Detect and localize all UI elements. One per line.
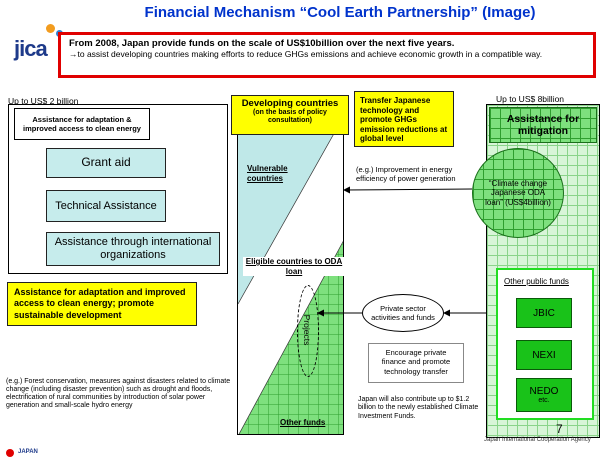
private-sector-ellipse: Private sector activities and funds (362, 294, 444, 332)
transfer-technology-box: Transfer Japanese technology and promote… (354, 91, 454, 147)
other-public-funds-label: Other public funds (504, 277, 569, 286)
forest-conservation-example: (e.g.) Forest conservation, measures aga… (6, 378, 231, 410)
nedo-box: NEDO etc. (516, 378, 572, 412)
adaptation-summary: Assistance for adaptation and improved a… (7, 282, 197, 326)
climate-investment-funds-note: Japan will also contribute up to $1.2 bi… (358, 396, 479, 420)
policy-consultation-label: (on the basis of policy consultation) (253, 109, 327, 125)
page-number: 7 (556, 422, 563, 436)
energy-efficiency-example: (e.g.) Improvement in energy efficiency … (356, 165, 456, 183)
technical-assistance-box: Technical Assistance (46, 190, 166, 222)
left-header: Assistance for adaptation & improved acc… (14, 108, 150, 140)
intro-frame: From 2008, Japan provide funds on the sc… (58, 32, 596, 78)
intro-line1: From 2008, Japan provide funds on the sc… (69, 38, 455, 49)
page-title: Financial Mechanism “Cool Earth Partners… (144, 4, 536, 21)
right-amount: Up to US$ 8billion (496, 94, 565, 104)
japan-logo: JAPAN (6, 447, 56, 459)
oda-to-vulnerable-arrow (343, 186, 473, 194)
left-amount: Up to US$ 2 billion (8, 96, 79, 106)
other-funds-label: Other funds (280, 418, 326, 427)
japan-logo-text: JAPAN (18, 449, 38, 455)
vulnerable-countries-label: Vulnerable countries (247, 164, 288, 183)
encourage-private-finance-box: Encourage private finance and promote te… (368, 343, 464, 383)
japan-logo-mark (6, 449, 14, 457)
eligible-countries-label: Eligible countries to ODA loan (243, 257, 345, 277)
jica-logo: jica (8, 20, 64, 61)
vulnerable-area (238, 114, 343, 304)
agency-name: Japan International Cooperation Agency (484, 437, 591, 443)
center-header: Developing countries (on the basis of po… (231, 95, 349, 135)
projects-ellipse (297, 285, 319, 377)
grant-aid-box: Grant aid (46, 148, 166, 178)
japanese-oda-loan-circle: “Climate change Japanese ODA loan” (US$4… (472, 148, 564, 238)
nexi-box: NEXI (516, 340, 572, 370)
jica-logo-text: jica (14, 36, 48, 61)
jbic-box: JBIC (516, 298, 572, 328)
projects-label: Projects (302, 314, 312, 346)
international-organizations-box: Assistance through international organiz… (46, 232, 220, 266)
mitigation-header: Assistance for mitigation (489, 107, 597, 143)
developing-countries-label: Developing countries (241, 98, 339, 109)
intro-line2: →to assist developing countries making e… (69, 49, 543, 59)
logo-dot (46, 24, 55, 33)
